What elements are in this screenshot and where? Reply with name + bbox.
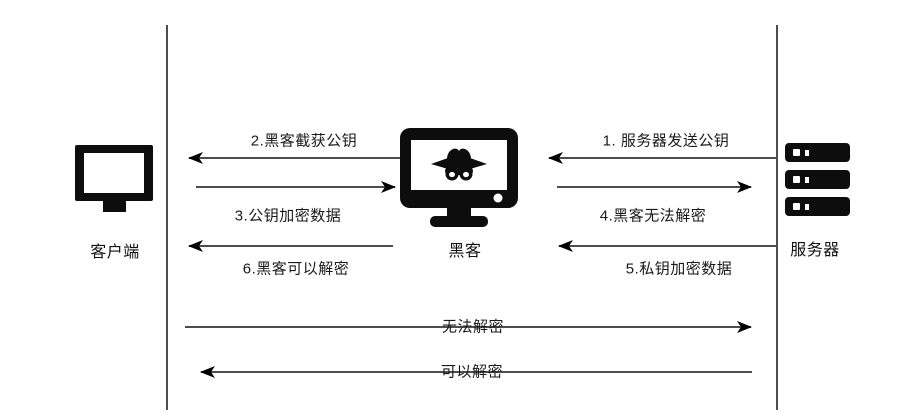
spy-icon — [431, 148, 487, 181]
message-6-label: 6.黑客可以解密 — [242, 260, 350, 278]
cannot-decrypt-label: 无法解密 — [441, 318, 505, 336]
message-4-label: 4.黑客无法解密 — [599, 207, 707, 225]
client-label: 客户端 — [90, 244, 140, 261]
message-2-label: 2.黑客截获公钥 — [250, 132, 358, 150]
server-label: 服务器 — [790, 242, 840, 259]
desktop-monitor-icon — [75, 145, 153, 212]
message-5-label: 5.私钥加密数据 — [625, 260, 733, 278]
hacker-spy-monitor-icon — [400, 128, 518, 227]
hacker-label: 黑客 — [448, 243, 482, 260]
message-3-label: 3.公钥加密数据 — [234, 207, 342, 225]
message-1-label: 1. 服务器发送公钥 — [602, 132, 730, 150]
can-decrypt-label: 可以解密 — [440, 363, 504, 381]
server-rack-icon — [785, 143, 850, 216]
